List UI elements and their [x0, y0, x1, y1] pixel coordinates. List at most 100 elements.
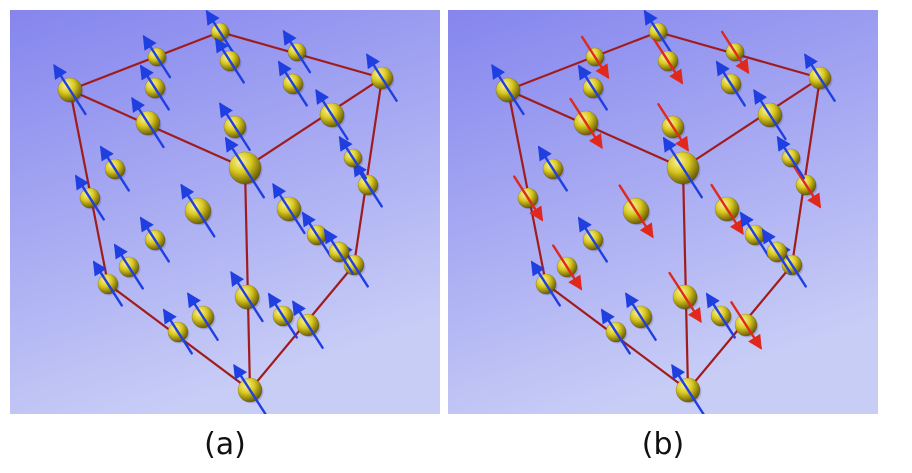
- cube-edge: [681, 166, 690, 392]
- spin-arrow-up: [352, 161, 383, 208]
- spin-arrow-up: [761, 228, 792, 275]
- atom: [187, 292, 219, 341]
- spin-arrow-up: [272, 182, 306, 235]
- atom: [671, 363, 705, 414]
- lattice-diagram-b: [448, 10, 878, 414]
- spin-arrow-up: [301, 211, 332, 258]
- spin-arrow-down: [710, 183, 744, 236]
- atoms: [491, 10, 836, 414]
- spin-arrow-down: [720, 30, 750, 75]
- atom: [139, 216, 170, 263]
- spin-arrow-up: [142, 34, 172, 79]
- spin-arrow-up: [625, 292, 657, 341]
- cube-edge: [506, 30, 660, 92]
- atom: [323, 228, 354, 275]
- cube-edge: [243, 76, 384, 170]
- atom: [277, 60, 308, 107]
- spin-arrow-down: [618, 184, 654, 239]
- atom: [491, 63, 525, 116]
- atom: [618, 184, 654, 239]
- spin-arrow-down: [791, 162, 822, 209]
- atom: [753, 88, 787, 141]
- atom: [338, 135, 368, 180]
- spin-arrow-up: [662, 136, 703, 199]
- atom: [99, 145, 130, 192]
- spin-arrow-up: [671, 363, 705, 414]
- spin-arrow-up: [99, 145, 130, 192]
- spin-arrow-up: [537, 145, 568, 192]
- cube-edge: [681, 76, 822, 170]
- spin-arrow-up: [323, 228, 354, 275]
- spin-arrow-up: [277, 60, 308, 107]
- spin-arrow-up: [715, 60, 746, 107]
- atom: [272, 182, 306, 235]
- spin-arrow-up: [162, 308, 193, 355]
- atom: [657, 103, 689, 152]
- atom: [653, 38, 684, 85]
- spin-arrow-up: [92, 260, 123, 307]
- spin-arrow-down: [513, 175, 544, 222]
- atom: [643, 10, 673, 54]
- atom: [730, 301, 762, 350]
- atom: [292, 300, 324, 349]
- cube-edge: [68, 30, 222, 92]
- caption-b: (b): [641, 427, 685, 462]
- background: [10, 10, 440, 414]
- spin-arrow-down: [552, 244, 583, 291]
- atom: [53, 63, 87, 116]
- cube-edge: [243, 166, 252, 392]
- atom: [142, 34, 172, 79]
- atom: [705, 292, 736, 339]
- atom: [131, 96, 165, 149]
- spin-arrow-up: [214, 37, 245, 84]
- atom: [230, 270, 264, 323]
- caption-a: (a): [204, 427, 246, 462]
- spin-arrow-up: [219, 102, 251, 151]
- spin-arrow-up: [315, 88, 349, 141]
- spin-arrow-down: [668, 271, 702, 324]
- spin-arrow-up: [491, 63, 525, 116]
- spin-arrow-up: [705, 292, 736, 339]
- spin-arrow-down: [580, 35, 610, 80]
- atom: [162, 308, 193, 355]
- spin-arrow-up: [753, 88, 787, 141]
- atom: [577, 216, 608, 263]
- spin-arrow-up: [366, 53, 398, 102]
- spin-arrow-down: [653, 38, 684, 85]
- spin-arrow-up: [282, 29, 312, 74]
- atom: [219, 102, 251, 151]
- spin-arrow-up: [187, 292, 219, 341]
- atom: [113, 243, 144, 290]
- atom: [180, 183, 216, 238]
- cube-edge: [352, 76, 384, 267]
- spin-arrow-up: [74, 174, 105, 221]
- spin-arrow-up: [577, 216, 608, 263]
- spin-arrow-up: [530, 260, 561, 307]
- spin-arrow-up: [113, 243, 144, 290]
- spin-arrow-up: [230, 270, 264, 323]
- atom: [761, 228, 792, 275]
- atom: [301, 211, 332, 258]
- atom: [668, 271, 702, 324]
- atom: [600, 308, 631, 355]
- atom: [92, 260, 123, 307]
- atom: [352, 161, 383, 208]
- panel-b: [448, 10, 878, 414]
- atom: [739, 211, 770, 258]
- atom: [625, 292, 657, 341]
- cube-edge: [506, 88, 548, 286]
- spin-arrow-up: [139, 64, 170, 111]
- atom: [710, 183, 744, 236]
- spin-arrow-up: [53, 63, 87, 116]
- atom: [214, 37, 245, 84]
- atom: [715, 60, 746, 107]
- cube-edge: [68, 88, 110, 286]
- atom: [537, 145, 568, 192]
- background: [448, 10, 878, 414]
- spin-arrow-up: [739, 211, 770, 258]
- spin-arrow-up: [292, 300, 324, 349]
- spin-arrow-up: [776, 135, 806, 180]
- lattice-diagram-a: [10, 10, 440, 414]
- atom: [366, 53, 398, 102]
- spin-arrow-up: [577, 64, 608, 111]
